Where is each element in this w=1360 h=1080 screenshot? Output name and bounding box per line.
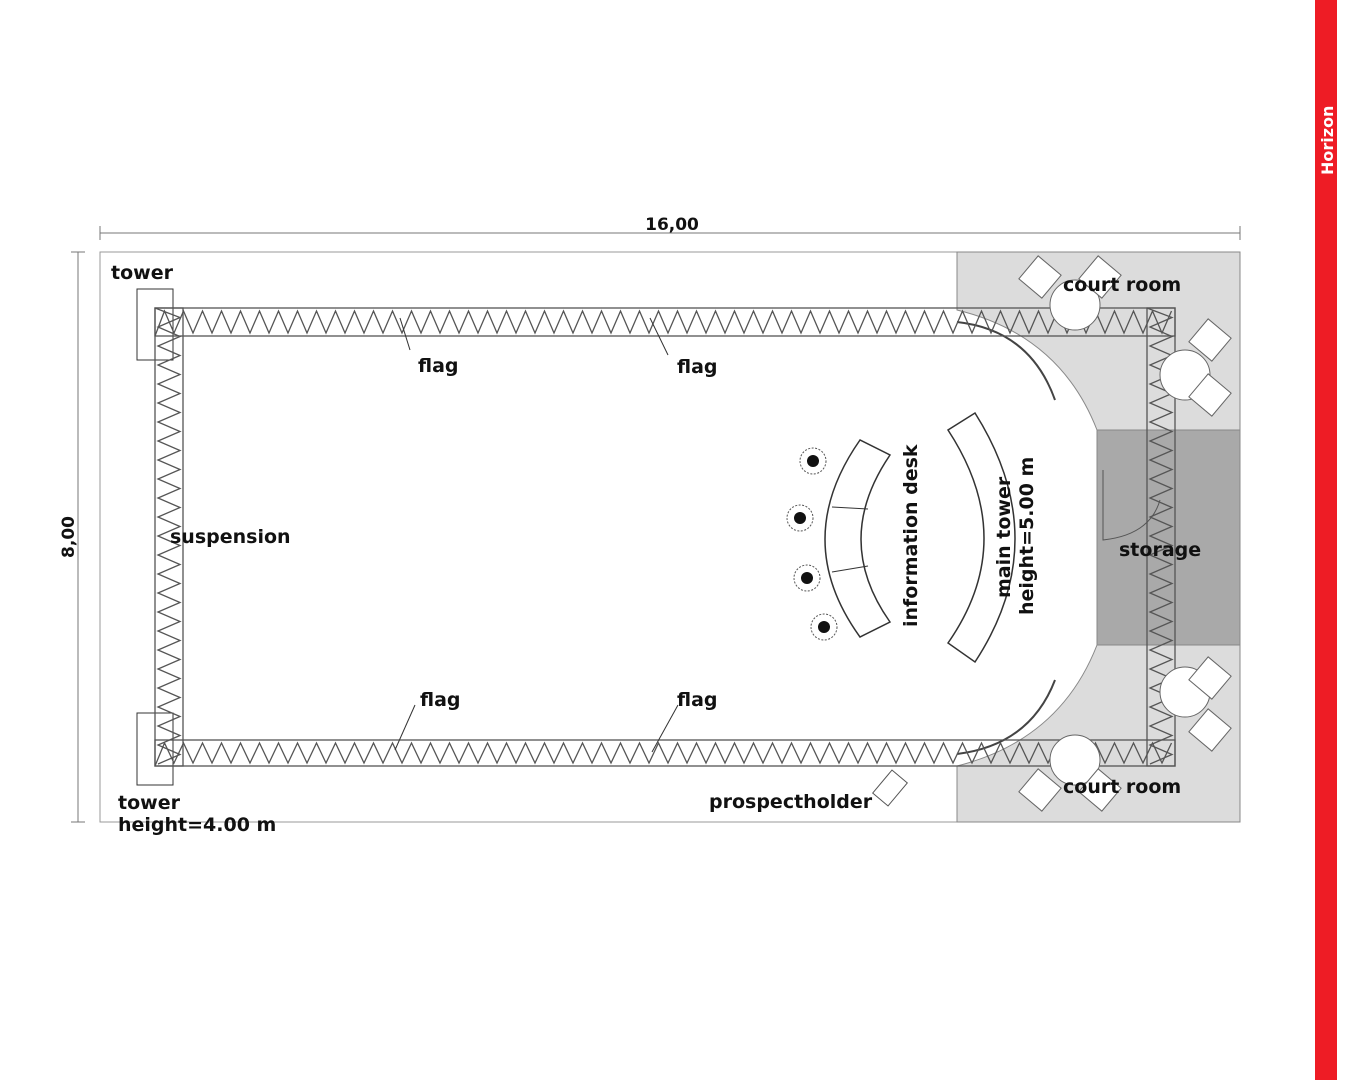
prospectholder-label: prospectholder <box>709 791 873 813</box>
brand-logo: Horizon <box>1318 106 1337 175</box>
tower-label-top: tower <box>111 262 174 284</box>
flag-label: flag <box>418 355 459 377</box>
stool <box>793 564 821 592</box>
storage-label: storage <box>1119 539 1201 561</box>
information-desk-label: information desk <box>900 444 922 627</box>
information-desk <box>824 439 892 638</box>
court-room-label: court room <box>1063 776 1181 798</box>
brand-bar <box>1315 0 1337 1080</box>
truss-segment <box>154 307 182 765</box>
stool <box>810 613 838 641</box>
tower-height-label: height=4.00 m <box>118 814 276 836</box>
prospectholder-icon <box>871 769 909 807</box>
curved-wall <box>956 321 1056 755</box>
truss <box>154 307 1176 767</box>
stool <box>799 447 827 475</box>
truss-segment <box>154 741 1173 767</box>
court-room-label: court room <box>1063 274 1181 296</box>
flag-label: flag <box>420 689 461 711</box>
flag-label: flag <box>677 689 718 711</box>
desk-segments <box>831 506 869 573</box>
stools <box>786 447 838 641</box>
truss-segment <box>154 307 184 767</box>
suspension-label: suspension <box>170 526 291 548</box>
storage-zone <box>1096 429 1241 646</box>
court-room-furniture <box>1018 255 1232 812</box>
width-dimension: 16,00 <box>645 215 699 235</box>
truss-segment <box>1146 307 1174 765</box>
flag-label: flag <box>677 356 718 378</box>
dimension-lines <box>71 226 1241 823</box>
height-dimension: 8,00 <box>59 516 79 558</box>
main-tower-height-label: height=5.00 m <box>1016 457 1038 615</box>
flag-leaders <box>394 317 679 753</box>
truss-segment <box>154 309 1173 337</box>
tower-label-bottom: tower <box>118 792 181 814</box>
main-tower <box>946 411 1016 664</box>
main-tower-label: main tower <box>993 476 1015 598</box>
stool <box>786 504 814 532</box>
truss-segment <box>1146 307 1176 767</box>
storage-door <box>1102 470 1161 541</box>
